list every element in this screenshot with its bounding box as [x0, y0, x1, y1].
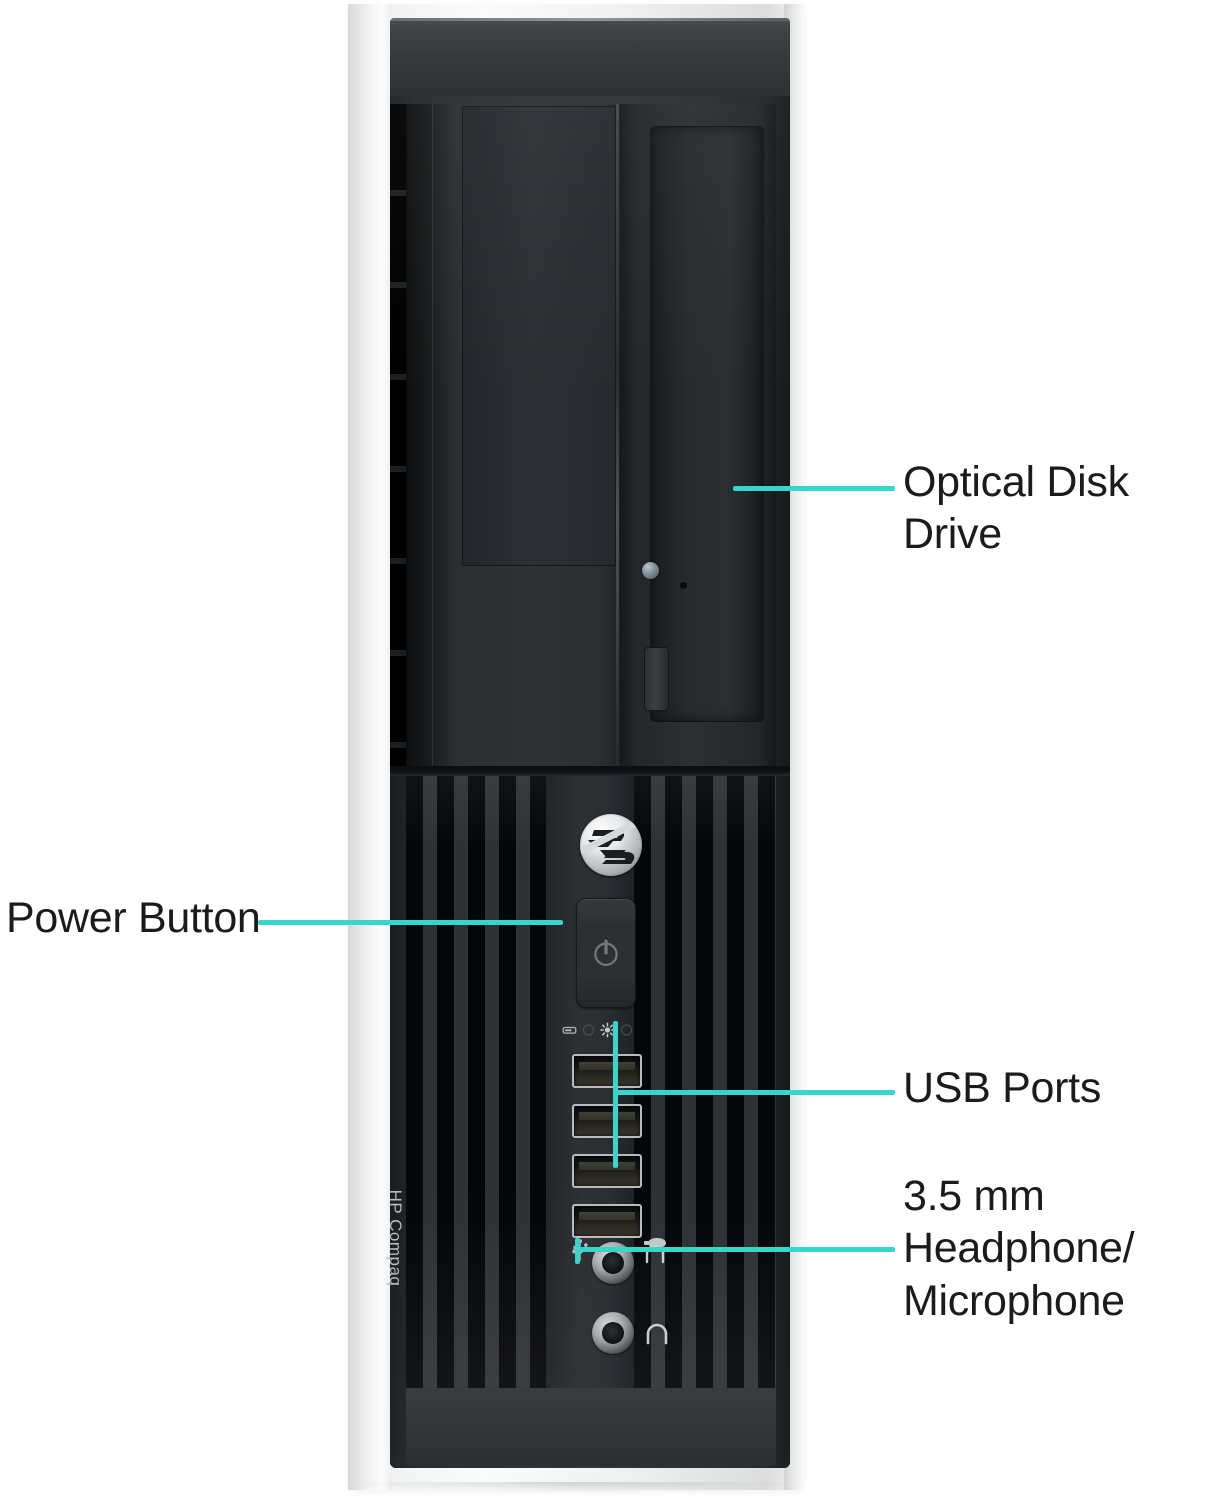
led-ring-right-icon: [620, 1024, 633, 1036]
lower-panel-region: [390, 776, 790, 1468]
leader-line-optical-disk-drive: [733, 486, 895, 491]
leader-line-power-button: [258, 920, 563, 925]
headphone-jack[interactable]: [592, 1312, 634, 1354]
usb-port-stack: [572, 1054, 642, 1254]
annotation-label-audio-jacks: 3.5 mm Headphone/ Microphone: [903, 1172, 1135, 1325]
annotation-label-optical-disk-drive: Optical Disk Drive: [903, 458, 1129, 559]
drive-seam: [616, 104, 619, 766]
vent-shading: [406, 776, 546, 1388]
chassis-top-cap: [390, 18, 790, 98]
drive-icon: [562, 1026, 577, 1034]
front-io-column: [546, 776, 668, 1388]
ventilation-grille-right: [634, 776, 776, 1388]
ventilation-grille-left: [406, 776, 546, 1388]
hp-logo-icon: [580, 814, 642, 876]
optical-drive-region: [390, 104, 790, 766]
usb-port[interactable]: [572, 1054, 642, 1088]
hp-compaq-wordmark: HP Compaq: [386, 1189, 405, 1287]
drive-bay-blank-panel: [406, 104, 622, 766]
emergency-eject-pinhole: [680, 582, 687, 589]
vent-shading: [634, 776, 776, 1388]
usb-port[interactable]: [572, 1204, 642, 1238]
chassis-left-edge: [348, 4, 392, 1490]
led-ring-left-icon: [582, 1024, 595, 1036]
power-button[interactable]: [576, 898, 636, 1008]
sun-gear-icon: [600, 1022, 615, 1038]
headphone-icon: [646, 1323, 668, 1345]
activity-led: [642, 562, 659, 579]
optical-drive-tray-face[interactable]: [650, 126, 764, 722]
usb-port[interactable]: [572, 1154, 642, 1188]
desktop-computer-chassis: HP Compaq: [348, 4, 804, 1490]
bezel-bottom-skirt: [406, 1388, 776, 1466]
bezel-divider: [390, 766, 790, 776]
usb-port[interactable]: [572, 1104, 642, 1138]
optical-drive-eject-button[interactable]: [644, 647, 669, 711]
leader-line-audio-jacks: [575, 1247, 895, 1252]
floor-shadow: [352, 1482, 798, 1492]
annotation-label-power-button: Power Button: [6, 894, 261, 942]
front-bezel: [390, 96, 790, 1468]
leader-line-usb-ports: [613, 1090, 895, 1095]
blank-filler-plate: [462, 106, 616, 566]
annotation-label-usb-ports: USB Ports: [903, 1064, 1102, 1112]
power-icon: [594, 939, 618, 966]
status-led-row: [562, 1019, 634, 1041]
upper-vent-strip: [390, 104, 408, 766]
